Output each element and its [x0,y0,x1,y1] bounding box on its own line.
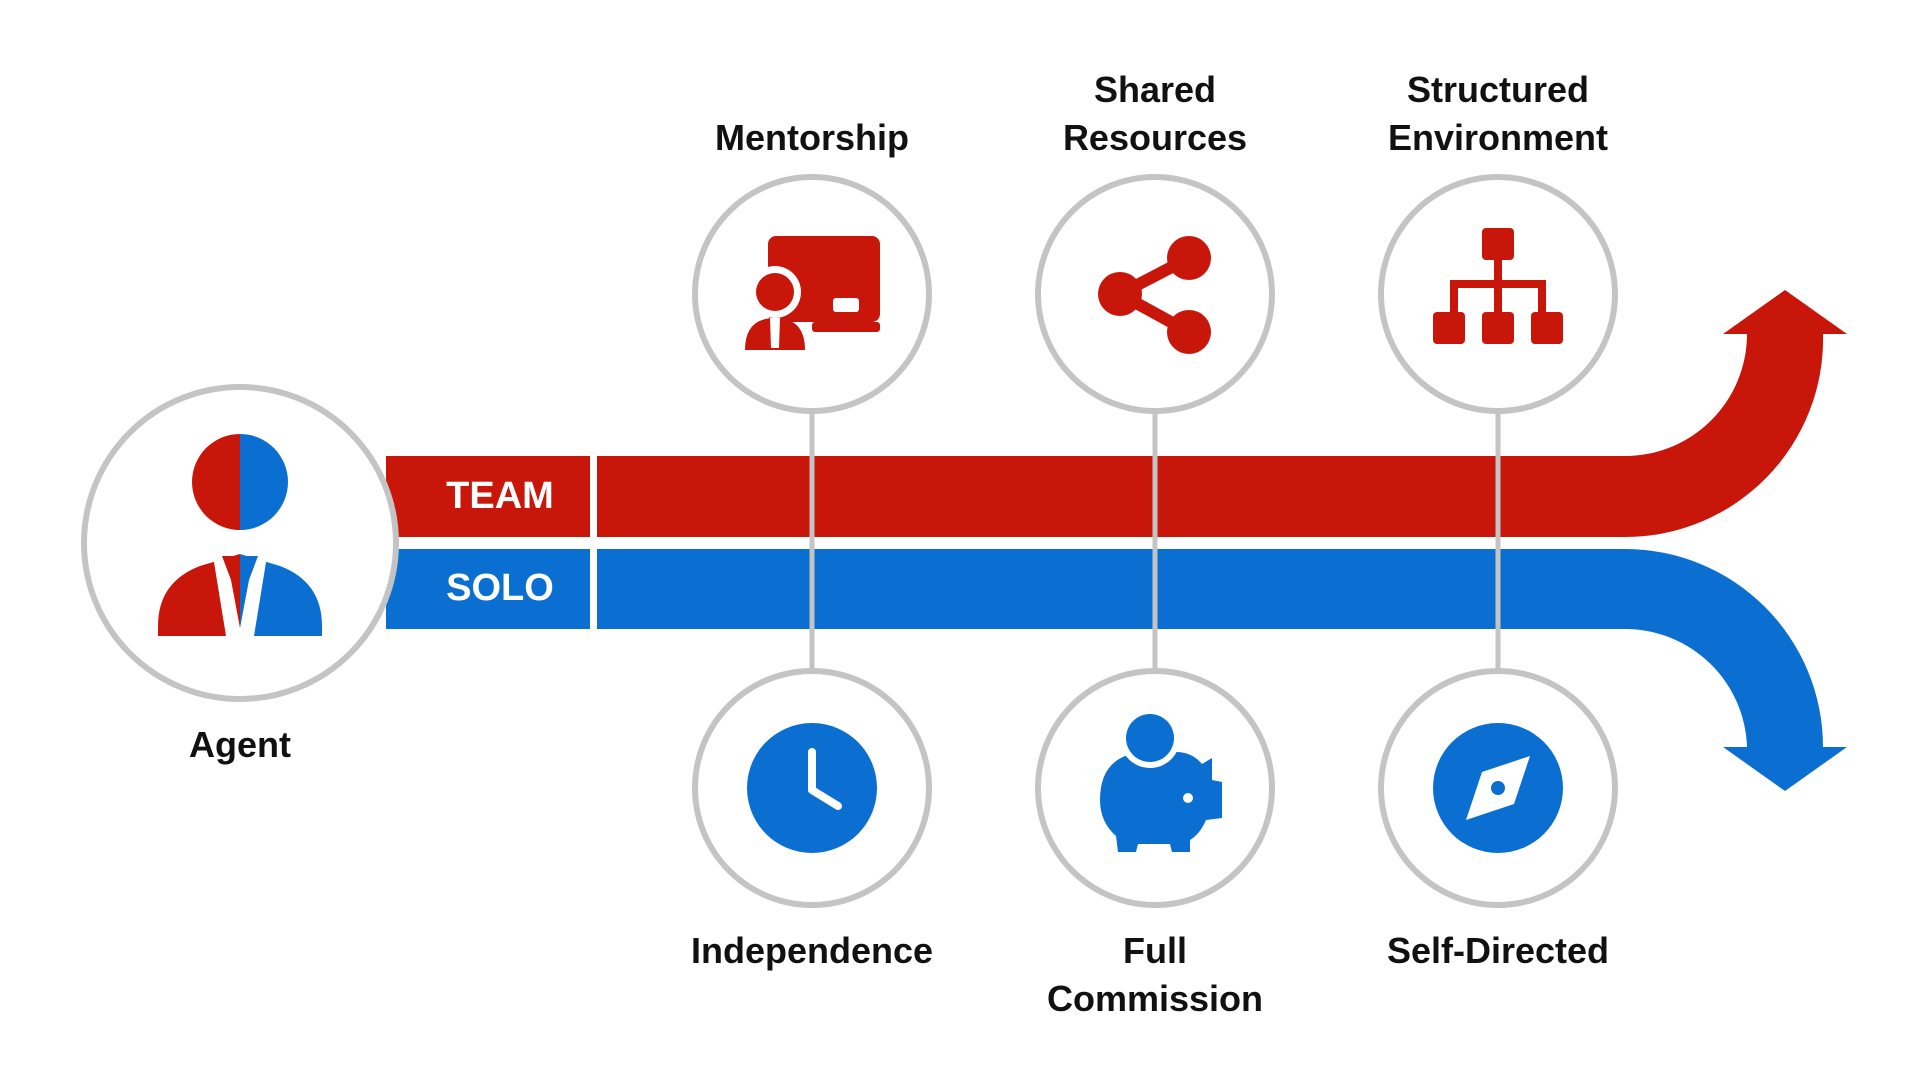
structured-environment-label-line1: Structured [1407,69,1589,110]
solo-item-self-directed [1378,668,1618,908]
team-label: TEAM [446,475,554,517]
structured-environment-label-line2: Environment [1388,117,1608,158]
shared-resources-label-line1: Shared [1094,69,1216,110]
agent-node [81,384,399,702]
connector-lines [809,412,1501,673]
self-directed-label: Self-Directed [1387,930,1609,971]
team-item-shared-resources [1035,174,1275,414]
solo-item-independence [692,668,932,908]
band-divider [590,456,597,629]
mentor-board-icon [745,236,880,350]
mentorship-label: Mentorship [715,117,909,158]
clock-icon [747,723,877,853]
agent-icon [158,434,322,636]
team-item-structured-environment [1378,174,1618,414]
solo-path [386,549,1847,791]
team-item-mentorship [692,174,932,414]
independence-label: Independence [691,930,933,971]
piggy-bank-icon [1100,708,1222,852]
hierarchy-icon [1433,228,1563,344]
compass-icon [1433,723,1563,853]
solo-item-full-commission [1035,668,1275,908]
solo-label: SOLO [446,567,554,609]
share-icon [1098,236,1211,354]
team-path [386,290,1847,537]
full-commission-label-line2: Commission [1047,978,1263,1019]
full-commission-label-line1: Full [1123,930,1187,971]
agent-label: Agent [189,724,291,765]
shared-resources-label-line2: Resources [1063,117,1247,158]
